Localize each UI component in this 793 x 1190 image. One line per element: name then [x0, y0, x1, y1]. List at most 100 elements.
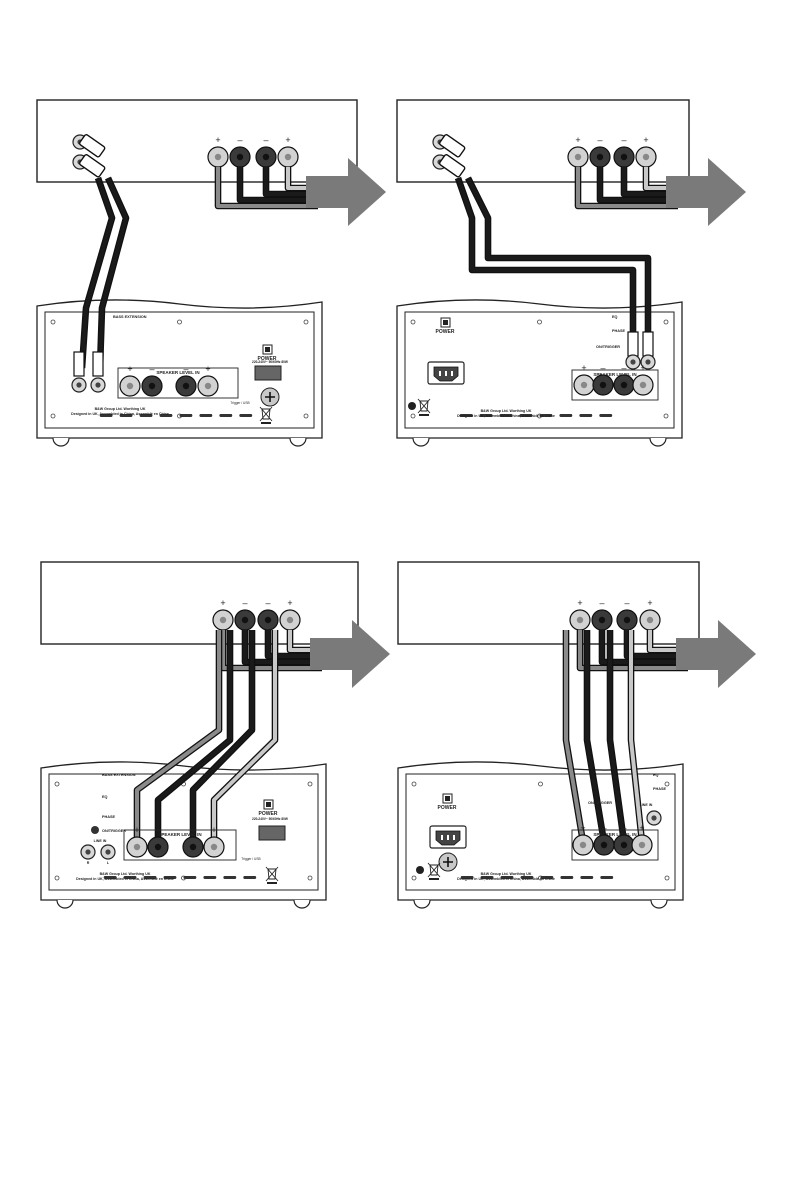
- speaker-level-in-strip-bottom-left: SPEAKER LEVEL IN: [123, 829, 237, 861]
- screw-icon: [663, 413, 669, 419]
- weee-bin-icon: [427, 862, 441, 880]
- speaker-output-arrow-icon: [676, 620, 756, 688]
- terminal-sign-label: +: [640, 363, 645, 373]
- terminal-sign-label: –: [601, 823, 606, 833]
- power-block-bottom-right: POWER: [438, 793, 457, 811]
- speaker-level-in-frame: [123, 829, 237, 861]
- trigger-label: Trigger / USB: [241, 857, 260, 861]
- sub-rca-plug: [92, 351, 104, 377]
- weee-bin: [267, 868, 277, 880]
- sub-line-in-r: [625, 354, 641, 370]
- sub-line-in-l: [100, 844, 116, 860]
- binding-post-center: [623, 616, 631, 624]
- binding-post-center: [214, 153, 222, 161]
- phase-label: PHASE: [102, 815, 116, 819]
- rca-socket-pin: [95, 382, 101, 388]
- subwoofer-foot: [413, 899, 431, 909]
- weee-bar: [429, 878, 439, 880]
- power-switch-dot: [443, 320, 448, 325]
- iec-inlet-icon: [427, 361, 465, 385]
- subwoofer-foot: [412, 437, 430, 447]
- binding-post-center: [219, 616, 227, 624]
- amp-rca-plugs: [79, 134, 106, 178]
- amp-binding-post-l-plus: +: [639, 598, 661, 631]
- sub-binding-l-minus: –: [182, 825, 204, 858]
- sub-rca-plug: [627, 331, 639, 357]
- subwoofer-rear-panel-top-left: [36, 299, 323, 447]
- screw-icon: [307, 875, 313, 881]
- vent-slot: [239, 414, 253, 417]
- vent-slot: [139, 414, 153, 417]
- sub-binding-r-plus: +: [572, 823, 594, 856]
- subwoofer-rear-panel-bottom-right: [397, 761, 684, 909]
- power-block-bottom-left: POWER: [259, 799, 278, 817]
- on-trigger-label: ON/TRIGGER: [102, 829, 126, 833]
- amp-rca-plugs: [439, 134, 466, 178]
- vent-slot: [600, 876, 614, 879]
- subwoofer-amp-plate: [405, 773, 676, 891]
- terminal-sign-label: –: [190, 825, 195, 835]
- binding-post-center: [262, 153, 270, 161]
- power-switch-dot: [265, 347, 270, 352]
- weee-bin: [429, 864, 439, 876]
- power-switch-dot: [266, 802, 271, 807]
- screw-icon: [54, 875, 60, 881]
- vent-slot: [123, 876, 137, 879]
- sub-rca-plug: [642, 331, 654, 357]
- maker-label-line2: Designed in UK, Assembled in China, Asse…: [71, 412, 169, 416]
- iec-pin: [439, 371, 441, 376]
- sub-binding-r-plus: +: [119, 364, 141, 397]
- speaker-cable-l-minus-out: [266, 630, 322, 658]
- speaker-output-arrow-icon: [310, 620, 390, 688]
- sub-binding-r-plus: +: [573, 363, 595, 396]
- power-label: POWER: [259, 811, 278, 817]
- binding-post-center: [620, 381, 628, 389]
- on-trigger-label: ON/TRIGGER: [596, 345, 620, 349]
- rca-socket-pin: [85, 849, 91, 855]
- iec-pin: [445, 371, 447, 376]
- power-label: POWER: [438, 805, 457, 811]
- screw-icon: [664, 781, 670, 787]
- weee-bin-icon: [417, 398, 431, 416]
- vent-slot: [580, 876, 594, 879]
- speaker-cable-l-minus-out: [625, 630, 688, 658]
- subwoofer-cabinet: [36, 299, 323, 439]
- binding-post-center: [579, 841, 587, 849]
- vent-slot: [499, 414, 513, 417]
- rca-cable-l: [466, 177, 650, 338]
- subwoofer-cabinet: [40, 761, 327, 901]
- speaker-level-in-label: SPEAKER LEVEL IN: [593, 372, 636, 377]
- terminal-sign-label: +: [643, 135, 648, 145]
- terminal-sign-label: –: [624, 598, 629, 608]
- speaker-cable-l-plus: [629, 630, 644, 843]
- fuse-icon: [438, 852, 458, 872]
- vent-slot: [159, 414, 173, 417]
- speaker-cable-l-minus: [622, 167, 678, 196]
- terminal-sign-label: +: [581, 363, 586, 373]
- subwoofer-foot: [289, 437, 307, 447]
- screw-icon: [411, 875, 417, 881]
- iec-inlet-icon: [254, 365, 282, 381]
- binding-post-center: [126, 382, 134, 390]
- binding-post-center: [646, 616, 654, 624]
- rca-plug-body: [439, 154, 466, 178]
- amp-binding-post-r-plus: +: [207, 135, 229, 168]
- weee-bar: [419, 414, 429, 416]
- binding-post-center: [598, 616, 606, 624]
- terminal-sign-label: –: [237, 135, 242, 145]
- screw-icon: [538, 781, 543, 787]
- terminal-sign-label: +: [134, 825, 139, 835]
- speaker-cable-l-minus: [191, 630, 254, 845]
- binding-post-center: [204, 382, 212, 390]
- trigger-label: Trigger / USB: [230, 401, 249, 405]
- speaker-cable-r-minus: [585, 630, 606, 843]
- vent-slot: [243, 876, 257, 879]
- vent-slot: [479, 414, 493, 417]
- subwoofer-rear-panel-top-right: [396, 299, 683, 447]
- vent-slot: [219, 414, 233, 417]
- speaker-cable-r-minus: [238, 167, 318, 202]
- terminal-sign-label: +: [285, 135, 290, 145]
- maker-label-line2: Designed in UK, Assembled in China, Asse…: [457, 877, 555, 881]
- screw-icon: [410, 319, 416, 325]
- vent-slot: [519, 414, 533, 417]
